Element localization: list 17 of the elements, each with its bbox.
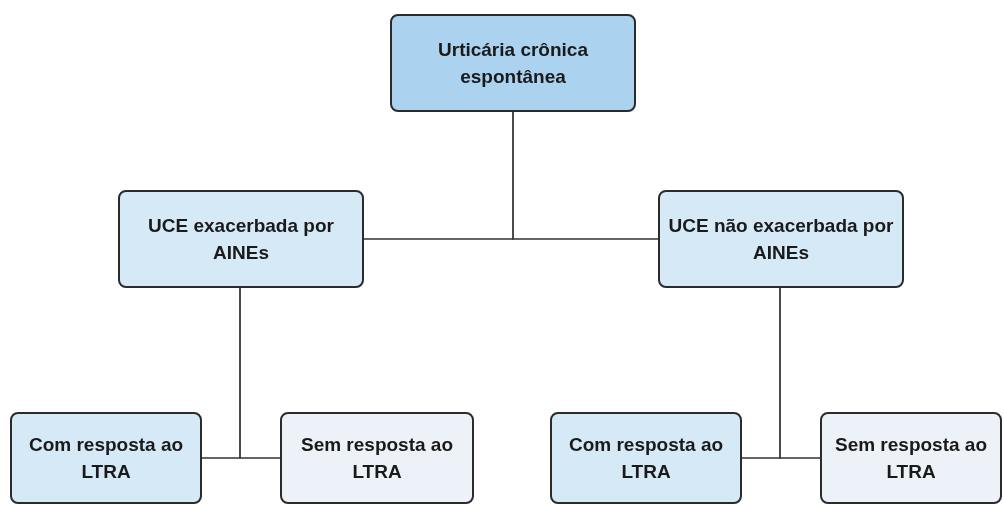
connector-line xyxy=(239,287,281,459)
box-label: Urticária crônica espontânea xyxy=(437,38,589,89)
category-box xyxy=(658,190,904,288)
connector-line xyxy=(779,287,821,459)
box-label: Com resposta ao LTRA xyxy=(27,433,185,484)
connector-line xyxy=(512,111,659,240)
category-box xyxy=(10,412,202,504)
category-box xyxy=(280,412,474,504)
box-label: Com resposta ao LTRA xyxy=(567,433,725,484)
category-box xyxy=(550,412,742,504)
category-box xyxy=(118,190,364,288)
box-label: Sem resposta ao LTRA xyxy=(833,433,989,484)
category-box xyxy=(820,412,1002,504)
box-label: Sem resposta ao LTRA xyxy=(299,433,455,484)
box-label: UCE exacerbada por AINEs xyxy=(147,214,335,265)
category-box xyxy=(390,14,636,112)
box-label: UCE não exacerbada por AINEs xyxy=(668,214,894,265)
